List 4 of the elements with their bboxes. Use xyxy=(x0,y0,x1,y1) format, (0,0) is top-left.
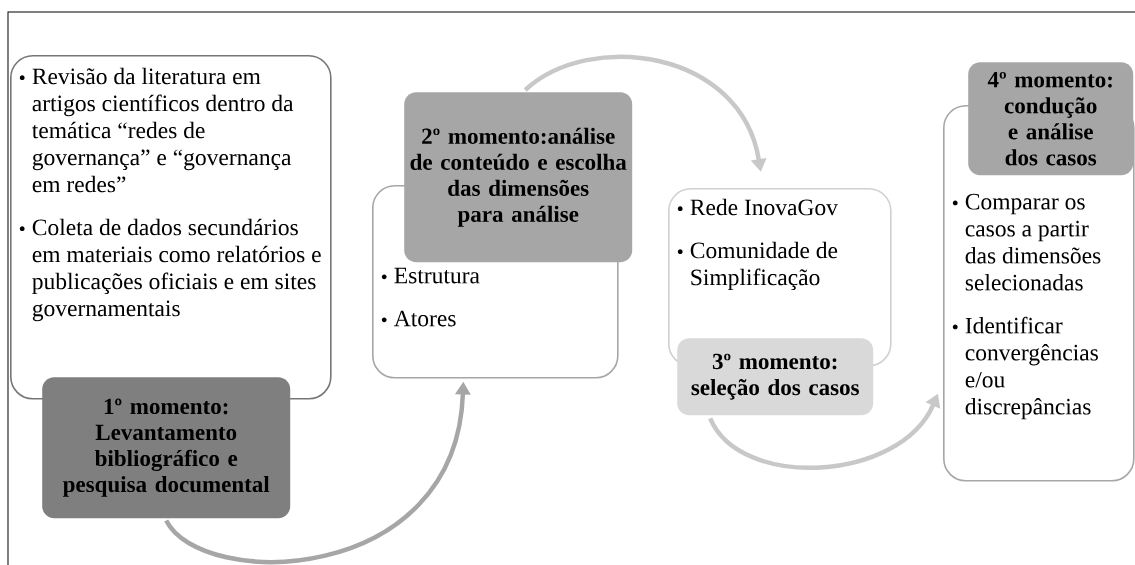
title-box: 3º momento: seleção dos casos xyxy=(677,338,874,416)
title-box: 2º momento:análise de conteúdo e escolha das dimensões para análise xyxy=(404,92,633,263)
title-box: 4º momento: condução e análise dos casos xyxy=(968,62,1134,176)
title-box: 1º momento: Levantamento bibliográfico e pesquisa documental xyxy=(42,377,291,519)
